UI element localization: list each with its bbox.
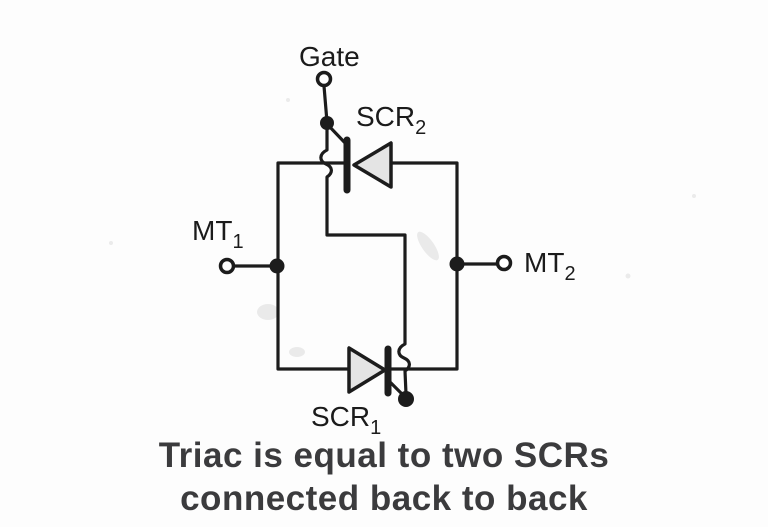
- scr2-label: SCR2: [356, 101, 426, 139]
- scr1-gate-dot: [398, 391, 414, 407]
- mt1-junction-dot: [269, 258, 285, 274]
- scr1-triangle: [347, 346, 387, 394]
- mt2-junction-dot: [449, 256, 465, 272]
- figure-caption: Triac is equal to two SCRs connected bac…: [0, 434, 768, 520]
- scr1-label: SCR1: [311, 401, 381, 439]
- gate-terminal: [315, 70, 333, 88]
- mt1-terminal: [218, 257, 236, 275]
- wire-outer-right: [388, 161, 459, 371]
- wire-gate-to-scr1: [319, 120, 411, 396]
- wire-gate-lead: [322, 84, 329, 124]
- caption-line-2: connected back to back: [180, 479, 588, 518]
- caption-line-1: Triac is equal to two SCRs: [158, 436, 610, 475]
- mt1-label: MT1: [192, 215, 244, 253]
- wire-outer-left: [276, 161, 351, 371]
- scr2-symbol: [343, 136, 393, 194]
- mt2-label: MT2: [524, 247, 576, 285]
- scr2-triangle: [352, 141, 393, 189]
- gate-junction-dot: [320, 116, 334, 130]
- mt2-terminal: [495, 254, 513, 272]
- gate-label: Gate: [299, 41, 360, 72]
- scr1-symbol: [347, 345, 392, 397]
- scan-artifacts: [109, 98, 696, 357]
